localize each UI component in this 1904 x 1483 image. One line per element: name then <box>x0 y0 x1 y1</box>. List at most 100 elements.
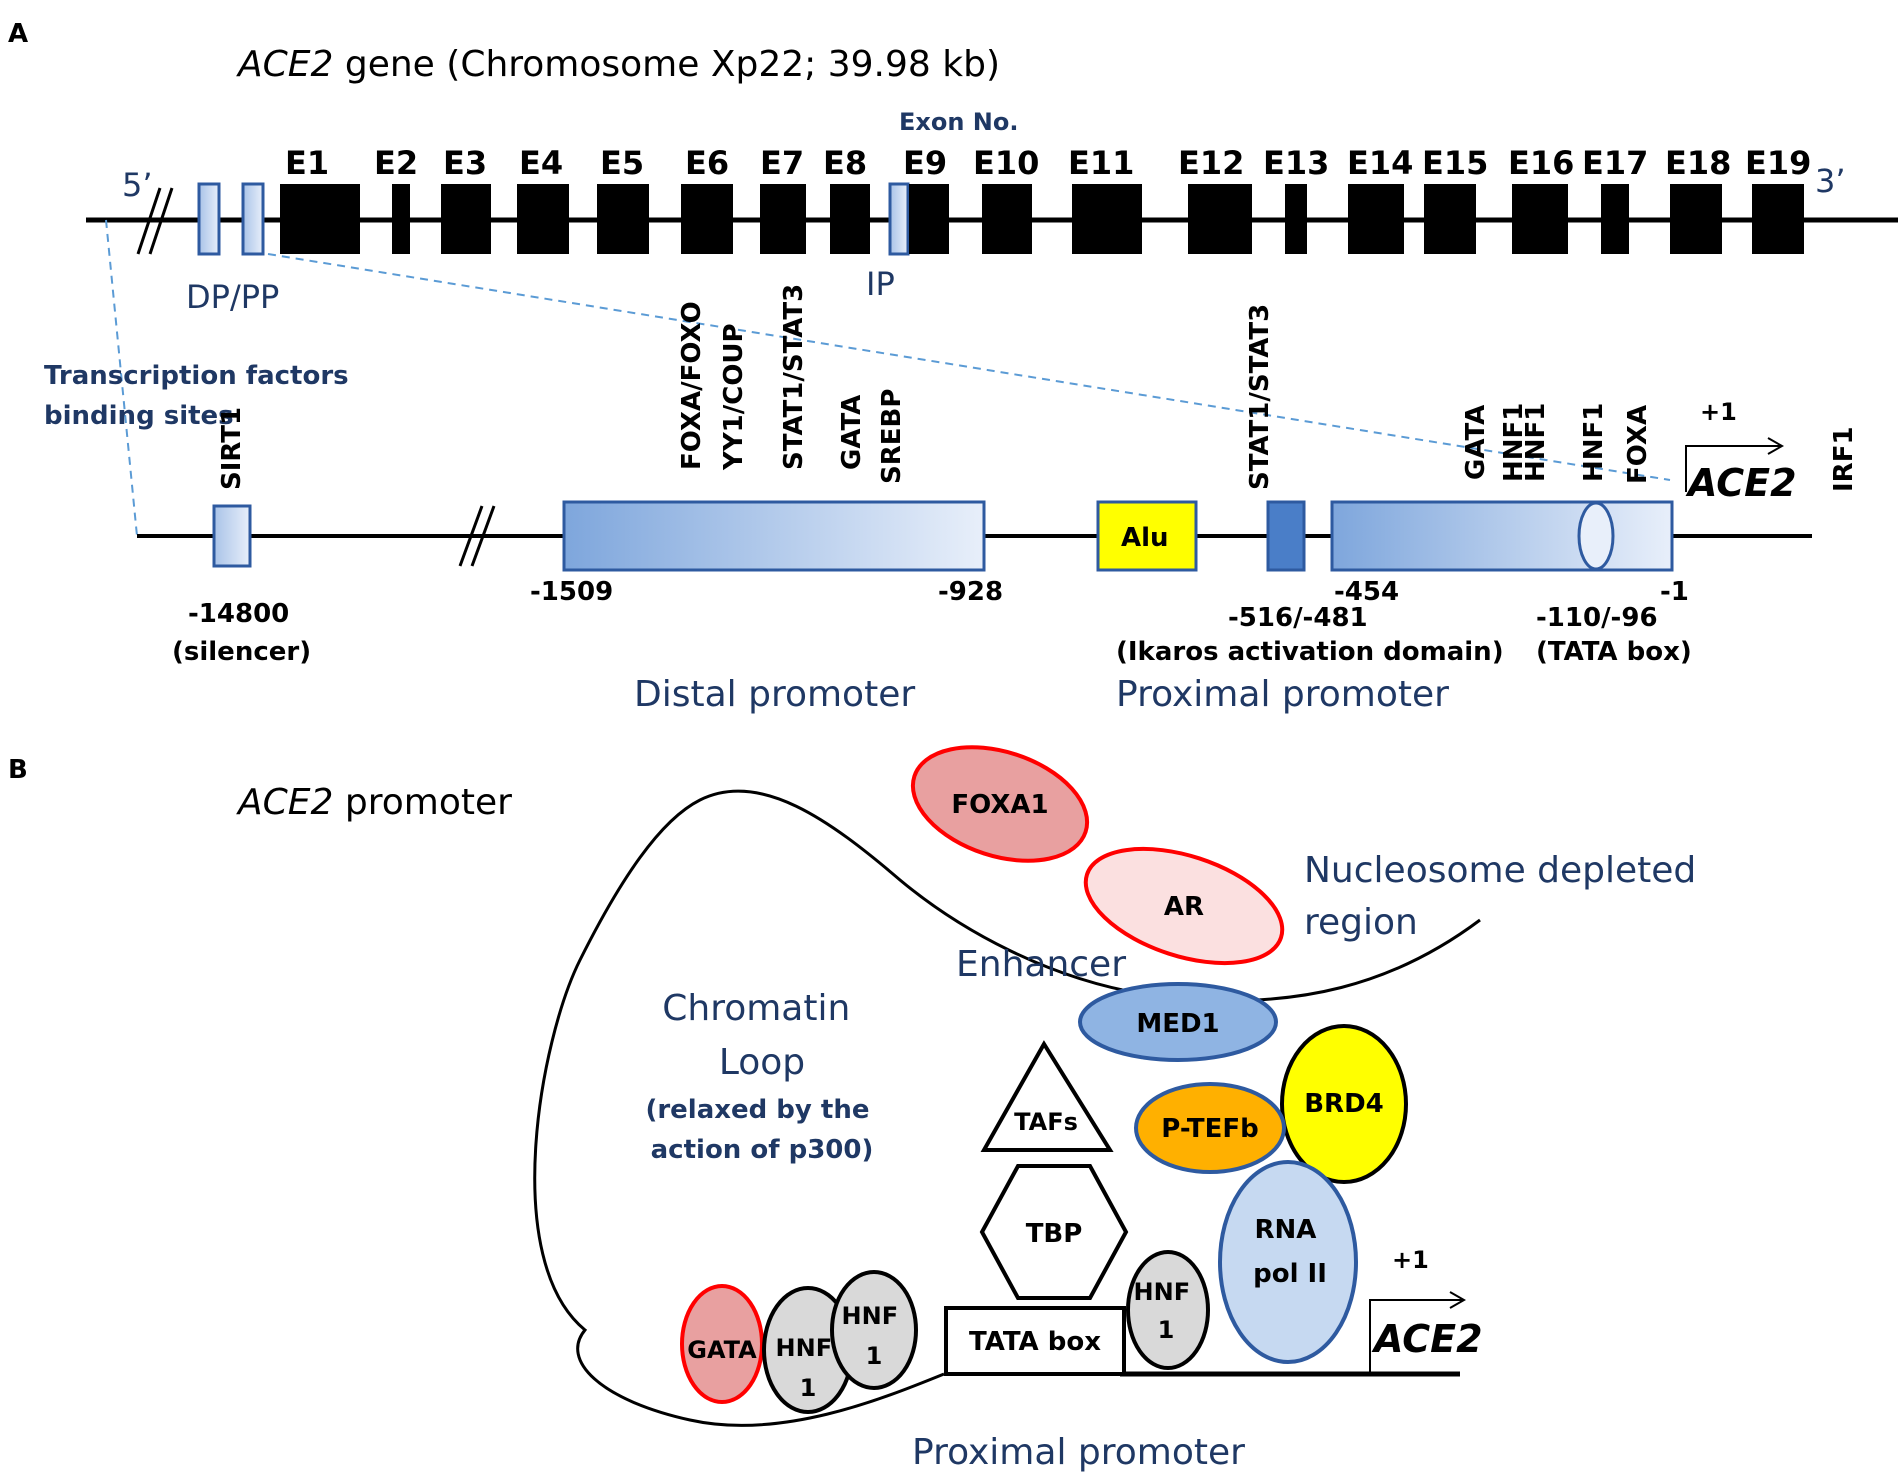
panel-a-title-rest: gene (Chromosome Xp22; 39.98 kb) <box>333 44 1000 85</box>
ip-box <box>888 182 910 256</box>
gene-label-b: ACE2 <box>1371 1317 1483 1361</box>
relaxed-label: (relaxed by the action of p300) <box>645 1095 878 1165</box>
exon-label: E1 <box>285 144 329 182</box>
panel-b-title-rest: promoter <box>333 782 512 823</box>
hnf-b-line1: HNF <box>842 1302 899 1330</box>
tafs-triangle <box>980 1040 1114 1152</box>
exon-block-e4 <box>517 184 569 254</box>
tata-box-ellipse <box>1577 501 1615 571</box>
exon-block-e11 <box>1072 184 1142 254</box>
tbp-hexagon <box>979 1164 1129 1300</box>
ar-label: AR <box>1164 892 1204 922</box>
exon-block-e10 <box>982 184 1032 254</box>
exon-block-e8 <box>830 184 870 254</box>
exon-block-e19 <box>1752 184 1804 254</box>
med1-label: MED1 <box>1136 1009 1219 1039</box>
exon-label: E8 <box>823 144 867 182</box>
tss-arrow-b <box>1369 1299 1462 1374</box>
hnf-b-label: HNF 1 <box>842 1302 907 1370</box>
rna-line2: pol II <box>1253 1259 1327 1289</box>
exon-block-e1 <box>280 184 360 254</box>
pos-1509: -1509 <box>530 577 613 607</box>
exon-label: E18 <box>1665 144 1731 182</box>
hnf-b-ellipse <box>830 1270 918 1390</box>
panel-a-letter: A <box>8 19 28 49</box>
zoom-line-left <box>105 219 138 537</box>
tf-label-gata: GATA <box>837 395 867 470</box>
med1-ellipse <box>1078 982 1278 1062</box>
exon-block-e6 <box>681 184 733 254</box>
promoter-break-mark <box>470 505 496 567</box>
tf-labels: SIRT1 FOXA/FOXO YY1/COUP STAT1/STAT3 GAT… <box>217 284 1859 492</box>
tata-box-label: TATA box <box>969 1327 1101 1357</box>
alu-label: Alu <box>1121 523 1169 553</box>
dp-pp-label: DP/PP <box>186 278 279 316</box>
exon-block-e12 <box>1188 184 1252 254</box>
tss-label-b: +1 <box>1392 1246 1429 1274</box>
foxa1-ellipse <box>910 745 1090 863</box>
zoom-line-right <box>267 253 1671 481</box>
silencer-label: (silencer) <box>172 637 311 667</box>
exon-label: E12 <box>1178 144 1244 182</box>
tf-binding-sites-label: Transcription factors binding sites <box>44 361 358 431</box>
exon-label: E17 <box>1582 144 1648 182</box>
exon-label: E5 <box>600 144 644 182</box>
tf-label-foxa-foxo: FOXA/FOXO <box>677 301 707 470</box>
tf-label-gata-prox: GATA <box>1461 405 1491 480</box>
distal-promoter-box <box>562 500 986 572</box>
exon-block-e18 <box>1670 184 1722 254</box>
exon-block-e14 <box>1348 184 1404 254</box>
hnf-c-line2: 1 <box>1158 1316 1175 1344</box>
alu-box <box>1096 500 1198 572</box>
nucleosome-line2: region <box>1304 902 1418 943</box>
tf-label-sirt1: SIRT1 <box>217 407 247 490</box>
tf-label-srebp: SREBP <box>877 389 907 484</box>
ar-ellipse <box>1083 846 1285 966</box>
chromatin-loop-label: Chromatin Loop <box>662 988 862 1083</box>
pos-928: -928 <box>938 577 1003 607</box>
tf-label-hnf1: HNF1 <box>1499 403 1529 482</box>
exon-block-e16 <box>1512 184 1568 254</box>
hnf-a-label: HNF 1 <box>776 1334 841 1402</box>
exon-label: E10 <box>973 144 1039 182</box>
ip-label: IP <box>866 265 895 303</box>
tf-label-stat1-stat3-prox: STAT1/STAT3 <box>1245 304 1275 490</box>
tf-label-irf1: IRF1 <box>1829 426 1859 492</box>
position-labels: -14800 (silencer) -1509 -928 -516/-481 (… <box>172 577 1692 667</box>
exon-label: E4 <box>519 144 563 182</box>
rna-pol-ii-ellipse <box>1218 1160 1358 1364</box>
nucleosome-label: Nucleosome depleted region <box>1304 850 1708 943</box>
gene-break-mark <box>148 187 174 255</box>
relaxed-line1: (relaxed by the <box>645 1095 869 1125</box>
pos-454: -454 <box>1334 577 1399 607</box>
brd4-label: BRD4 <box>1304 1089 1384 1119</box>
three-prime-label: 3’ <box>1815 162 1846 200</box>
exon-no-label: Exon No. <box>899 108 1019 136</box>
tf-label-hnf1: HNF1 <box>1579 403 1609 482</box>
exon-label: E2 <box>374 144 418 182</box>
panel-a-title-gene: ACE2 <box>236 44 333 85</box>
hnf-c-label: HNF 1 <box>1134 1278 1199 1344</box>
proximal-promoter-label-a: Proximal promoter <box>1116 674 1449 715</box>
tf-binding-line1: Transcription factors <box>44 361 349 391</box>
tss-label-a: +1 <box>1700 398 1737 426</box>
panel-b-title-gene: ACE2 <box>236 782 333 823</box>
rna-line1: RNA <box>1255 1215 1317 1245</box>
exon-block-e5 <box>597 184 649 254</box>
ptefb-label: P-TEFb <box>1161 1114 1258 1144</box>
exon-block-e2 <box>392 184 410 254</box>
panel-b-title: ACE2 promoter <box>236 782 512 823</box>
hnf-a-line1: HNF <box>776 1334 833 1362</box>
exon-label: E14 <box>1347 144 1413 182</box>
exon-block-e3 <box>441 184 491 254</box>
pos-516: -516/-481 <box>1228 603 1368 633</box>
pos-14800: -14800 <box>188 599 289 629</box>
exon-blocks <box>280 182 1804 256</box>
ikaros-label: (Ikaros activation domain) <box>1116 637 1504 667</box>
tata-box-rect <box>944 1306 1126 1376</box>
exon-label: E7 <box>760 144 804 182</box>
exon-block-e7 <box>760 184 806 254</box>
hnf-c-line1: HNF <box>1134 1278 1191 1306</box>
tafs-label: TAFs <box>1014 1108 1078 1136</box>
gata-ellipse <box>680 1284 764 1404</box>
